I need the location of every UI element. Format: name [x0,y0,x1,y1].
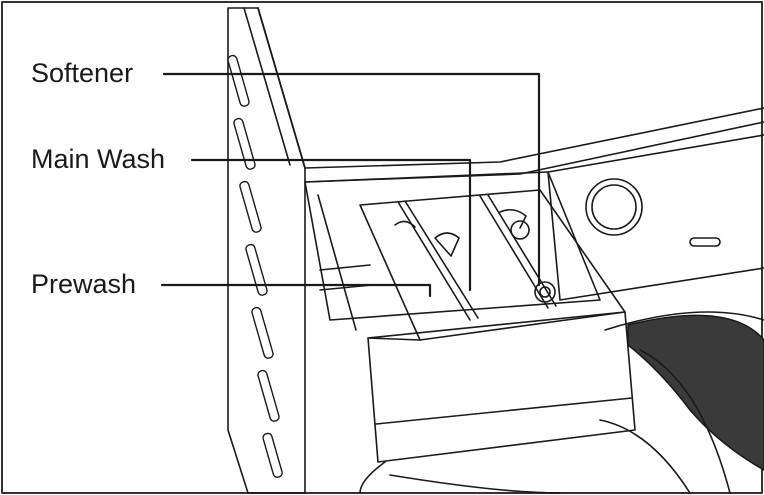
prewash-label: Prewash [31,271,136,298]
main-wash-label: Main Wash [31,146,165,173]
program-knob [586,179,642,235]
detergent-drawer [360,190,635,462]
main-wash-leader-line [192,160,470,290]
vent-slots [227,55,283,479]
prewash-leader-line [162,285,430,296]
machine-side-panel [228,8,305,493]
softener-label: Softener [31,60,133,87]
drum-seal [628,315,764,470]
callout-leaders [162,74,539,296]
machine-top-panel [258,8,764,182]
control-panel [548,172,764,300]
